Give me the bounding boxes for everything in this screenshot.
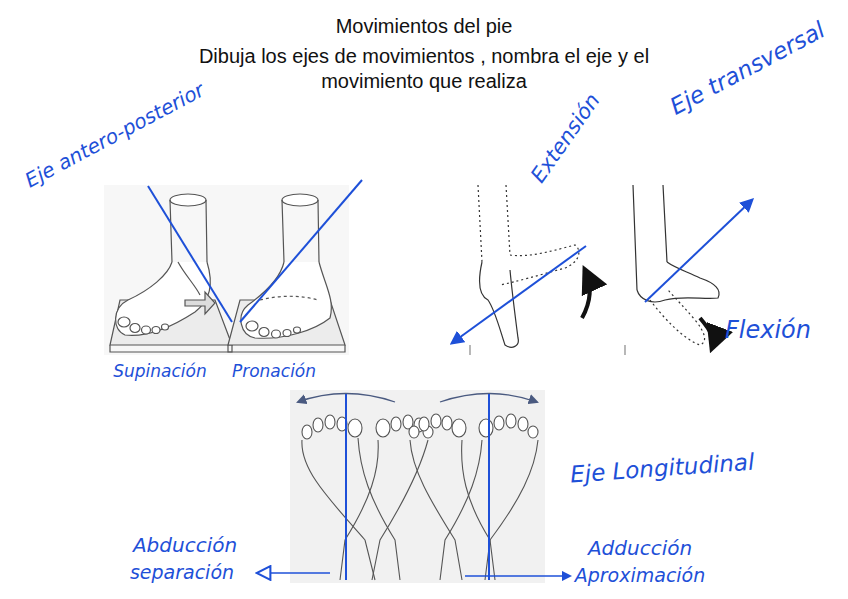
toe bbox=[391, 417, 401, 431]
foot-outline bbox=[637, 262, 719, 302]
toe bbox=[294, 327, 301, 333]
dotted-leg bbox=[478, 185, 510, 262]
rotation-arrow bbox=[185, 292, 215, 314]
page-title: Movimientos del pie bbox=[0, 14, 848, 39]
foot-outline bbox=[116, 262, 211, 335]
axis-line bbox=[148, 186, 232, 322]
tendon-line bbox=[178, 262, 200, 295]
toe bbox=[259, 328, 269, 337]
leg-top bbox=[282, 194, 318, 206]
motion-arrow bbox=[700, 318, 713, 348]
dotted-foot bbox=[650, 290, 705, 345]
direction-arrow bbox=[258, 572, 330, 574]
dotted-contour bbox=[260, 296, 318, 300]
toe bbox=[348, 419, 362, 437]
foot-outline bbox=[410, 440, 495, 580]
axis-label: Eje Longitudinal bbox=[569, 447, 755, 489]
toe bbox=[494, 416, 504, 430]
axis-label: Eje antero-posterior bbox=[21, 77, 209, 193]
toe bbox=[431, 414, 441, 428]
axis-line bbox=[345, 394, 347, 580]
movement-label: Abducción bbox=[133, 533, 237, 558]
toe bbox=[142, 326, 151, 334]
toe bbox=[528, 426, 538, 438]
toe bbox=[313, 418, 323, 432]
movement-label: Extensión bbox=[526, 88, 607, 188]
toes bbox=[246, 321, 301, 338]
leg-outline bbox=[633, 185, 667, 290]
movement-label: Supinación bbox=[113, 361, 207, 382]
toe bbox=[272, 330, 281, 338]
foot-outline bbox=[241, 262, 331, 338]
axis-label: Eje transversal bbox=[666, 15, 831, 121]
toe bbox=[479, 419, 493, 437]
toe bbox=[118, 317, 130, 327]
toe bbox=[452, 419, 466, 437]
movement-label: Aproximación bbox=[575, 564, 706, 588]
image-ground bbox=[104, 185, 349, 355]
toe bbox=[152, 327, 160, 334]
tick-mark bbox=[469, 345, 470, 355]
movement-label: Flexión bbox=[725, 315, 811, 345]
toe bbox=[283, 330, 291, 337]
toe bbox=[442, 416, 452, 430]
motion-arrow bbox=[582, 270, 590, 318]
toe bbox=[162, 324, 169, 330]
axis-line bbox=[645, 200, 752, 302]
toe bbox=[518, 417, 528, 431]
support-block-edge bbox=[110, 345, 232, 352]
toes bbox=[118, 317, 169, 334]
tick-mark bbox=[624, 345, 625, 355]
foot-outline bbox=[302, 438, 400, 580]
foot-outline bbox=[340, 440, 428, 580]
foot-outline bbox=[480, 262, 519, 347]
toe bbox=[302, 425, 312, 439]
support-block-edge bbox=[228, 345, 345, 352]
toe bbox=[409, 426, 419, 438]
image-ground bbox=[290, 390, 545, 583]
toe bbox=[325, 415, 335, 429]
movement-label: Pronación bbox=[232, 361, 316, 382]
movement-label: separación bbox=[130, 561, 234, 585]
direction-arrow bbox=[465, 575, 570, 577]
axis-line bbox=[488, 394, 490, 580]
leg-top bbox=[170, 194, 206, 206]
toe bbox=[246, 321, 258, 331]
toe bbox=[130, 324, 140, 333]
toe bbox=[419, 417, 429, 431]
axis-line bbox=[452, 246, 586, 343]
toe bbox=[376, 419, 390, 437]
movement-label: Adducción bbox=[588, 536, 692, 561]
toe bbox=[506, 414, 516, 428]
instruction-text: Dibuja los ejes de movimientos , nombra … bbox=[172, 44, 677, 94]
axis-line bbox=[240, 180, 362, 322]
